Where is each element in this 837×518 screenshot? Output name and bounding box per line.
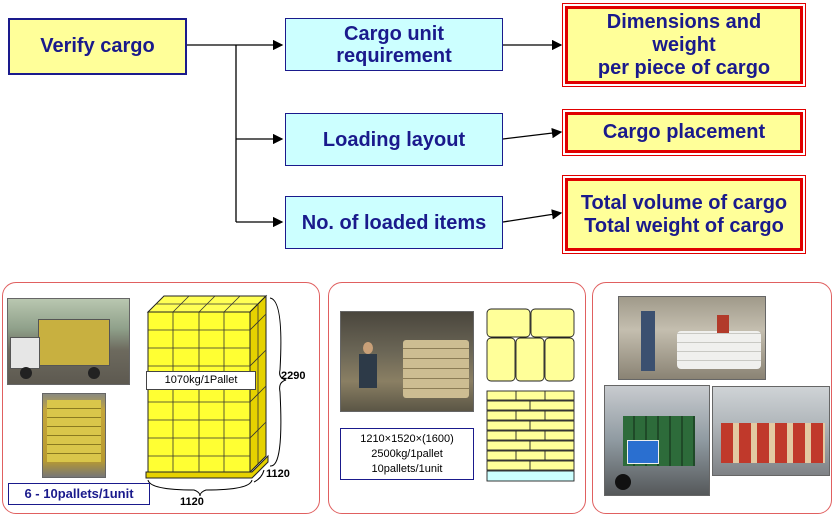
pallet-weight-label: 1070kg/1Pallet — [146, 371, 256, 390]
bag-top — [486, 337, 516, 382]
cargo-unit-requirement-box: Cargo unit requirement — [285, 18, 503, 71]
dimensions-weight-label: Dimensions and weight per piece of cargo — [597, 10, 771, 79]
pallet-base — [145, 454, 269, 479]
pallet-base-2 — [486, 470, 575, 482]
verify-cargo-box: Verify cargo — [8, 18, 187, 75]
cargo-placement-box: Cargo placement — [562, 109, 806, 156]
height-brace — [269, 297, 287, 467]
cargo-placement-label: Cargo placement — [602, 121, 766, 143]
width-brace — [147, 479, 253, 497]
spec-weight: 2500kg/1pallet — [371, 448, 443, 460]
spec-pallets: 10pallets/1unit — [371, 463, 443, 475]
warehouse-photo — [712, 386, 830, 476]
bag-spec-box: 1210×1520×(1600) 2500kg/1pallet 10pallet… — [340, 428, 474, 480]
bag-top — [544, 337, 575, 382]
dim-height-label: 2290 — [281, 370, 306, 382]
cargo-unit-requirement-label: Cargo unit requirement — [336, 22, 452, 67]
total-volume-weight-box: Total volume of cargo Total weight of ca… — [562, 175, 806, 254]
sack-loading-photo — [618, 296, 766, 380]
bag-top — [486, 308, 531, 338]
bag-top — [515, 337, 545, 382]
spec-dimensions: 1210×1520×(1600) — [360, 433, 454, 445]
loading-layout-label: Loading layout — [322, 128, 466, 151]
pallets-per-unit-caption: 6 - 10pallets/1unit — [8, 483, 150, 505]
verify-cargo-label: Verify cargo — [40, 35, 155, 57]
total-volume-weight-label: Total volume of cargo Total weight of ca… — [580, 191, 788, 237]
pallet-stack-photo — [42, 393, 106, 478]
arrow-to-total — [502, 209, 563, 223]
crate-loading-photo — [604, 385, 710, 496]
dim-depth-label: 1120 — [266, 468, 290, 480]
bag-top — [530, 308, 575, 338]
loaded-items-label: No. of loaded items — [301, 211, 487, 234]
bag-loading-photo — [340, 311, 474, 412]
truck-photo — [7, 298, 130, 385]
loading-layout-box: Loading layout — [285, 113, 503, 166]
dimensions-weight-box: Dimensions and weight per piece of cargo — [562, 3, 806, 87]
dim-width-label: 1120 — [180, 496, 204, 508]
loaded-items-box: No. of loaded items — [285, 196, 503, 249]
depth-brace — [253, 469, 265, 483]
arrow-to-placement — [502, 127, 563, 140]
